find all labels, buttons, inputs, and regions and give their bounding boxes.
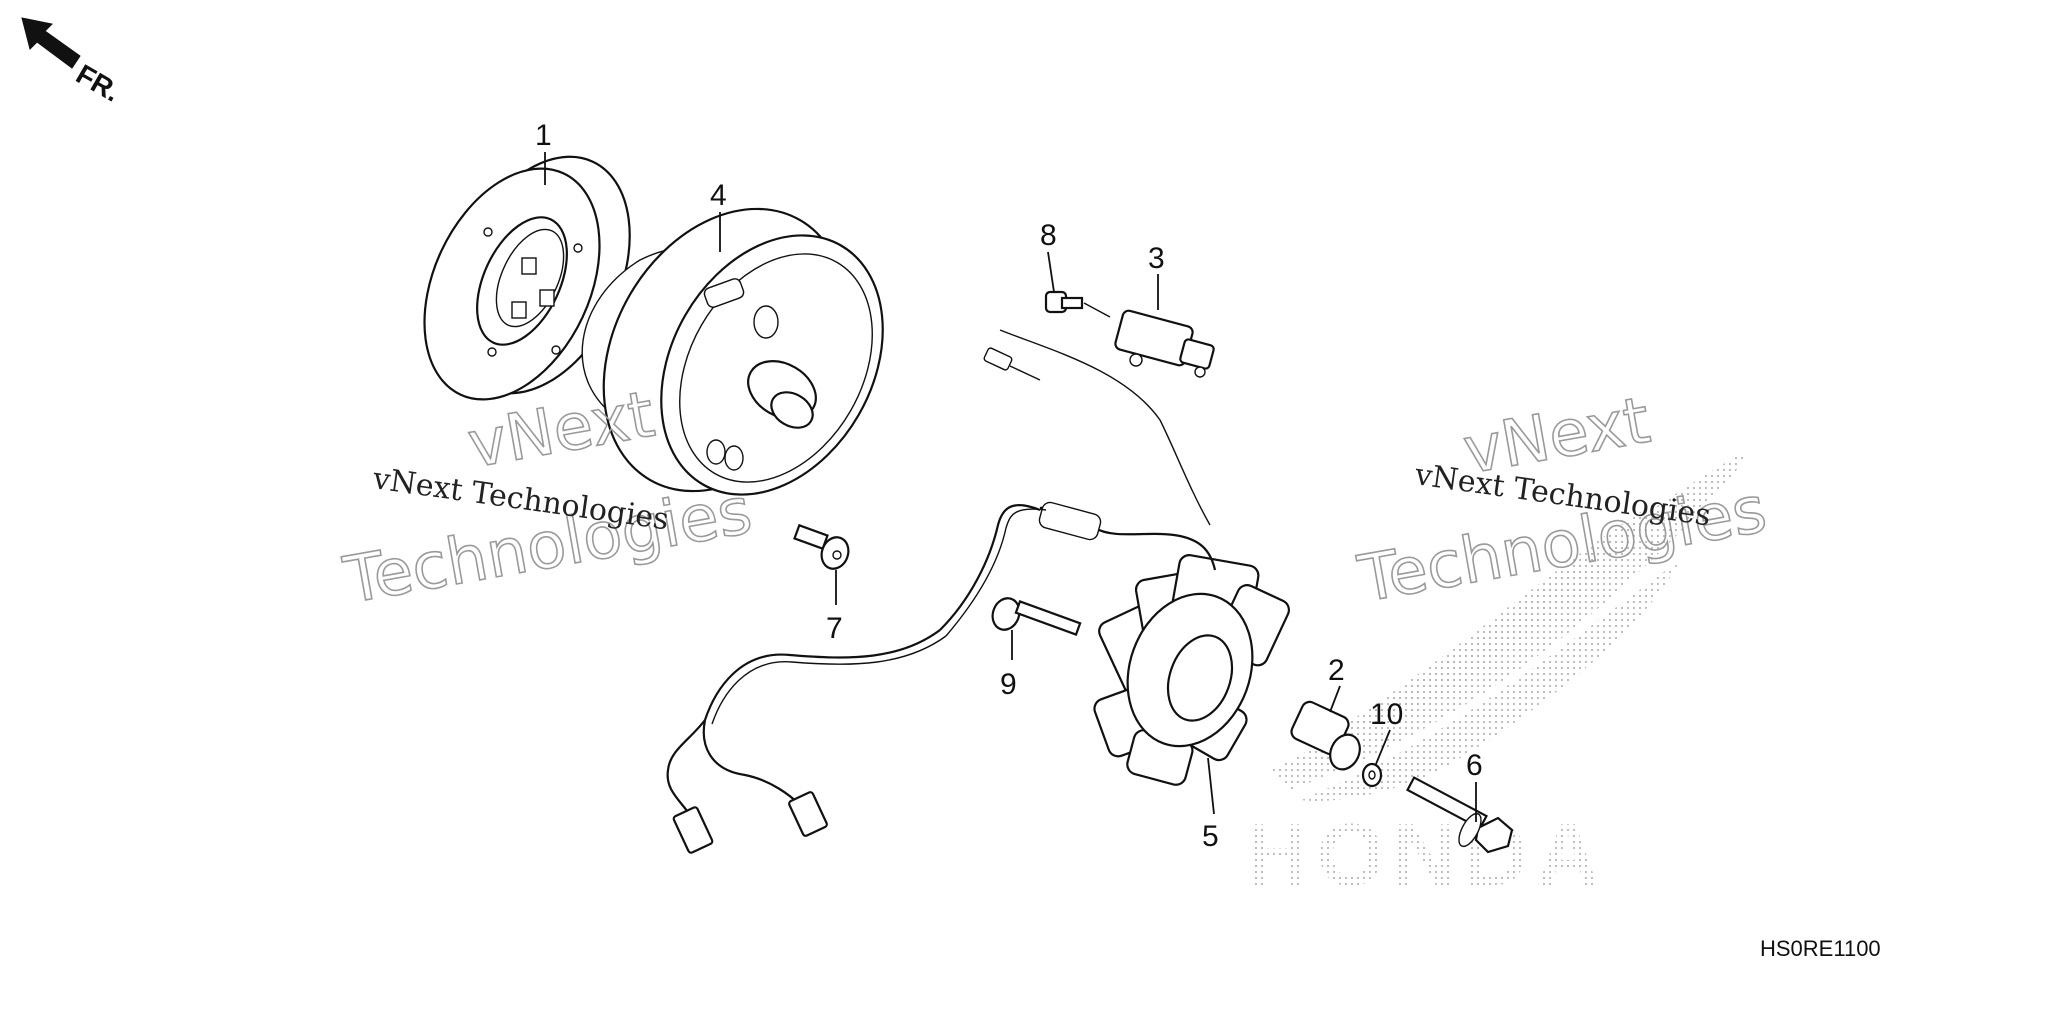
- washer-part: [1361, 762, 1383, 788]
- diagram-code: HS0RE1100: [1760, 936, 1881, 961]
- flywheel-part: [581, 207, 884, 496]
- front-direction-arrow: FR.: [21, 17, 126, 108]
- callout-5: 5: [1202, 820, 1219, 853]
- callout-1: 1: [535, 119, 552, 152]
- callout-leaders: [544, 152, 1477, 822]
- callout-6: 6: [1466, 749, 1483, 782]
- stator-bolt-part: [991, 597, 1082, 636]
- flange-bolt-part: [1406, 776, 1514, 854]
- grommet-part: [1290, 700, 1361, 771]
- callout-2: 2: [1328, 654, 1345, 687]
- starter-clutch-part: [423, 155, 631, 401]
- flywheel-bolt-part: [793, 523, 850, 570]
- callout-3: 3: [1148, 242, 1165, 275]
- front-direction-label: FR.: [71, 58, 126, 107]
- honda-wing-watermark: [1270, 453, 1745, 801]
- honda-brand-watermark: HONDA: [1245, 805, 1608, 904]
- callout-9: 9: [1000, 668, 1017, 701]
- callout-4: 4: [710, 179, 727, 212]
- callout-10: 10: [1370, 698, 1403, 731]
- callout-8: 8: [1040, 219, 1057, 252]
- stator-part: [666, 329, 1290, 854]
- pulse-generator-bolt-part: [1044, 290, 1111, 318]
- pulse-generator-part: [1114, 309, 1215, 378]
- callout-7: 7: [826, 612, 843, 645]
